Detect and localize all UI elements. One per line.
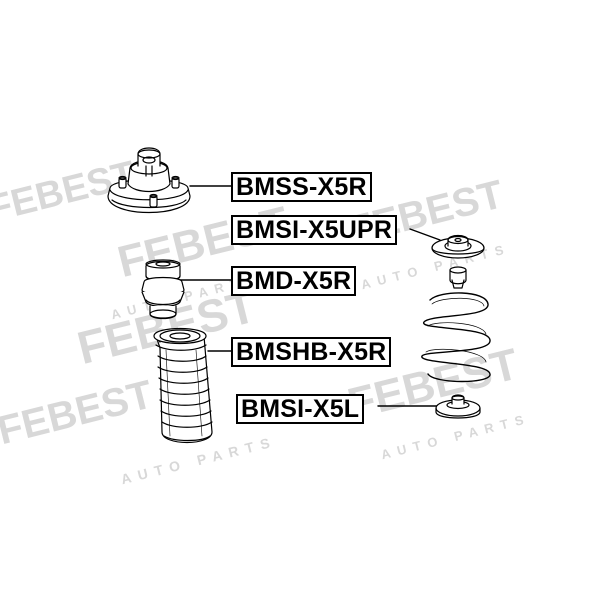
part-label-bmss-x5r: BMSS-X5R (231, 172, 372, 202)
upper-spring-seat-drawing (431, 234, 485, 289)
part-label-bmsi-x5l: BMSI-X5L (236, 394, 365, 424)
bump-stop-drawing (141, 259, 185, 320)
shock-boot-drawing (153, 327, 213, 443)
leader-lines (179, 185, 441, 407)
part-label-bmsi-x5upr: BMSI-X5UPR (231, 215, 398, 245)
watermark-brand: FEBEST (0, 372, 157, 453)
part-label-bmshb-x5r: BMSHB-X5R (231, 337, 392, 367)
watermark-layer: FEBEST FEBEST FEBEST FEBEST FEBEST FEBES… (0, 154, 532, 488)
leader-line-bmsi-upr (409, 228, 441, 241)
lower-spring-seat-drawing (435, 394, 481, 419)
strut-mount-drawing (107, 147, 191, 214)
coil-spring-drawing (421, 292, 491, 383)
part-label-bmd-x5r: BMD-X5R (231, 266, 357, 296)
